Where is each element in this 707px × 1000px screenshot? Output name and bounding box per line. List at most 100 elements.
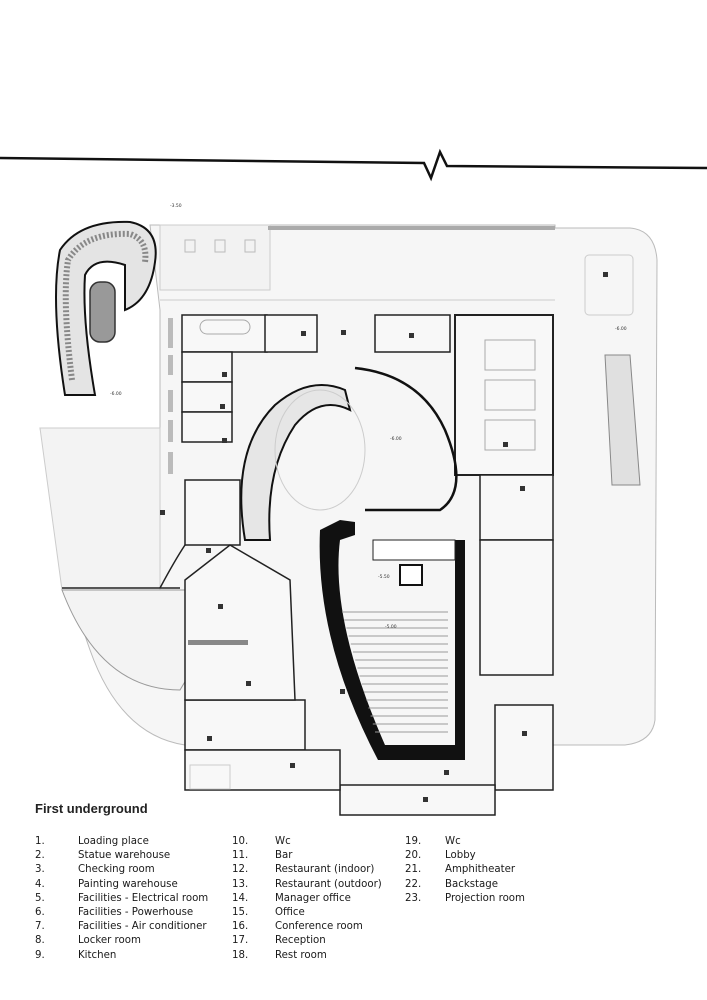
stage [372,539,456,561]
legend-label: Projection room [445,892,525,904]
entrance-ramp [55,220,157,396]
level-mark: -6.00 [110,391,122,397]
room-number-tag [409,333,414,338]
room-number-tag [341,330,346,335]
room-number-tag [290,763,295,768]
room-number-tag [301,331,306,336]
room-number-tag [220,404,225,409]
legend-item: 19.Wc [405,835,525,849]
legend-item: 21. Amphitheater [405,863,525,877]
section-break-line [0,148,707,182]
furniture [199,319,536,451]
legend-label: Wc [275,836,291,847]
legend-number: 12. [232,864,249,876]
legend-label: Painting warehouse [78,878,178,890]
legend-item: 20. Lobby [405,849,525,863]
legend-label: Office [275,907,305,919]
legend-number: 1. [35,836,45,847]
legend-item: 12. Restaurant (indoor) [232,863,382,877]
room-number-tag [246,681,251,686]
ramp-treads [62,230,149,381]
legend-label: Facilities - Powerhouse [78,907,194,919]
legend-column-2: 10. Wc 11. Bar 12. Restaurant (indoor) 13. Rest… [232,835,382,963]
legend-item: 17.Reception [232,934,382,948]
outdoor-terrace [39,427,161,591]
legend-title: First underground [35,801,148,816]
legend-number: 21. [405,864,422,876]
legend-label: Loading place [78,836,149,847]
stage-level-mark: -5.50 [378,574,390,580]
room-number-tag [206,548,211,553]
spiral-stair [240,384,352,541]
legend-item: 14.Manager office [232,892,382,906]
terrace-tables [184,239,256,253]
legend-item: 4. Painting warehouse [35,878,208,892]
legend-label: Bar [275,850,293,862]
legend-number: 13. [232,878,249,890]
room-number-tag [218,604,223,609]
legend-label: Conference room [275,921,363,933]
terrace-edge-curve [159,544,186,589]
legend-number: 8. [35,935,45,947]
legend-label: Wc [445,836,461,847]
legend-number: 3. [35,864,45,876]
room-number-tag [207,736,212,741]
legend-item: 7. Facilities - Air conditioner [35,920,208,934]
legend-item: 13. Restaurant (outdoor) [232,878,382,892]
legend-label: Lobby [445,850,476,862]
legend-item: 5. Facilities - Electrical room [35,892,208,906]
legend-number: 23. [405,892,422,904]
legend-number: 15. [232,907,249,919]
level-mark: -3.50 [170,203,182,209]
legend-label: Restaurant (indoor) [275,864,375,876]
room-number-tag [222,438,227,443]
room-tags: -3.50-6.00-6.00-6.00-5.50-5.00 [110,203,627,802]
room-number-tag [520,486,525,491]
legend-item: 15. Office [232,906,382,920]
legend-label: Restaurant (outdoor) [275,878,382,890]
legend-label: Amphitheater [445,864,516,876]
lobby-wall [354,366,458,512]
legend-number: 5. [35,892,45,904]
room-number-tag [444,770,449,775]
room-number-tag [522,731,527,736]
room-number-tag [160,510,165,515]
legend-number: 20. [405,850,422,862]
legend-number: 7. [35,921,45,933]
legend-item: 10. Wc [232,835,382,849]
legend-label: Kitchen [78,949,117,961]
legend-item: 9. Kitchen [35,949,208,963]
side-ramp [604,354,641,486]
legend-label: Locker room [78,935,141,947]
room-number-tag [603,272,608,277]
building-walls [181,314,554,816]
legend-label: Facilities - Air conditioner [78,921,207,933]
legend-number: 10. [232,836,249,847]
level-mark: -6.00 [390,436,402,442]
legend-item: 22.Backstage [405,878,525,892]
room-number-tag [423,797,428,802]
legend-number: 14. [232,892,249,904]
legend-item: 18.Rest room [232,949,382,963]
legend-number: 16. [232,921,249,933]
legend-number: 9. [35,949,45,961]
legend-label: Reception [275,935,326,947]
legend-item: 3.Checking room [35,863,208,877]
legend-number: 4. [35,878,45,890]
projection-box [399,564,423,586]
top-terrace [159,224,271,291]
room-number-tag [222,372,227,377]
stair-void [274,389,366,511]
legend-number: 18. [232,949,249,961]
amphitheater-wall [319,520,465,760]
legend-label: Facilities - Electrical room [78,892,209,904]
top-wall [268,226,555,230]
legend-number: 2. [35,850,45,862]
loading-bay [584,254,634,316]
legend-item: 11. Bar [232,849,382,863]
legend-item: 6.Facilities - Powerhouse [35,906,208,920]
legend-number: 11. [232,850,249,862]
